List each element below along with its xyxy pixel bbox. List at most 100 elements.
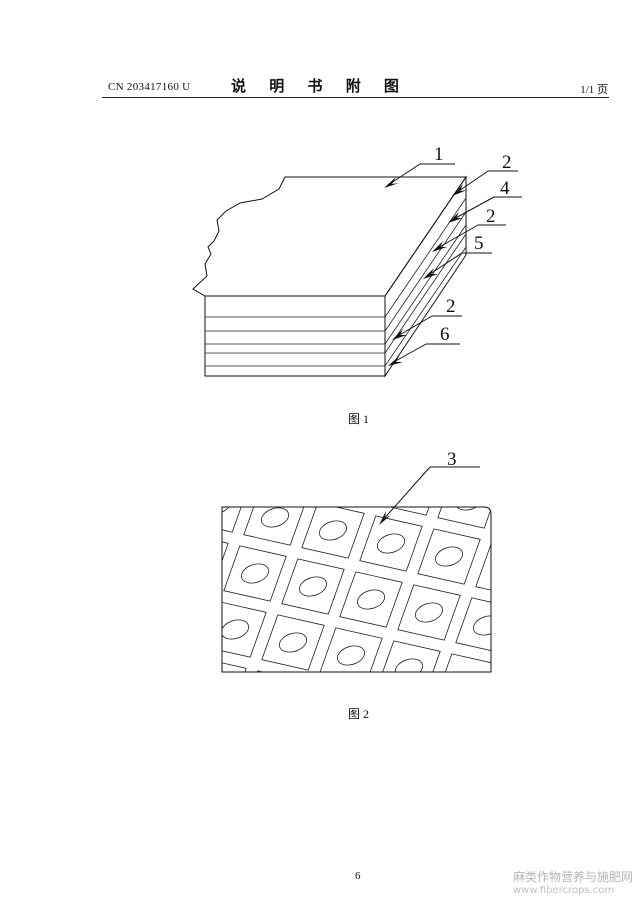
tile: [88, 576, 150, 631]
tile-hole: [431, 725, 463, 751]
fig1-right-face: [384, 175, 467, 378]
tile: [222, 727, 284, 782]
tile: [554, 499, 616, 554]
tile-hole: [275, 811, 307, 837]
tile-hole: [159, 785, 191, 811]
tile-hole: [240, 563, 270, 584]
tile-hole: [257, 686, 289, 712]
tile: [612, 512, 639, 567]
tile-hole: [141, 660, 173, 686]
tile-hole: [295, 755, 327, 781]
tile: [243, 507, 307, 546]
tile-hole: [511, 501, 543, 527]
tile-hole: [143, 479, 175, 505]
tile-hole: [527, 807, 559, 833]
tile: [379, 507, 443, 516]
tile: [261, 614, 325, 671]
watermark-text: 麻类作物营养与施肥网: [512, 870, 633, 884]
tile-hole: [123, 535, 155, 561]
tile-hole: [529, 626, 561, 652]
tile: [455, 597, 491, 654]
tile: [30, 563, 92, 618]
tile: [128, 464, 190, 519]
tile-hole: [318, 520, 348, 541]
tile: [206, 421, 268, 476]
fig2-panel-border: [221, 506, 492, 673]
tile-hole: [163, 423, 195, 449]
tile-hole: [298, 576, 328, 597]
fig1-label-2b: 2: [486, 206, 496, 227]
tile-hole: [179, 729, 211, 755]
tile-hole: [83, 647, 115, 673]
fig2-leader: [379, 466, 480, 525]
tile: [202, 783, 264, 838]
tile: [68, 632, 130, 687]
tile: [280, 740, 342, 795]
tile: [496, 486, 558, 541]
tile: [474, 723, 536, 778]
tile-hole: [414, 602, 444, 623]
tile: [592, 568, 639, 623]
page-number: 6: [355, 870, 361, 882]
fig1-label-6: 6: [440, 324, 450, 345]
tile: [338, 753, 400, 808]
tile: [148, 408, 210, 463]
fig1-label-1: 1: [434, 144, 444, 165]
tile-hole: [627, 527, 639, 553]
tile: [222, 657, 247, 672]
tile-hole: [279, 449, 311, 475]
tile: [339, 571, 403, 628]
tile: [241, 670, 305, 672]
tile-hole: [63, 703, 95, 729]
tile: [396, 766, 458, 821]
tile: [417, 528, 481, 585]
tile: [475, 541, 491, 598]
fig1-label-2a: 2: [502, 152, 512, 173]
tile-hole: [391, 837, 423, 863]
fig1-layer-lines: [205, 197, 467, 367]
watermark-url: www.fibercrops.com: [512, 885, 615, 896]
tile: [264, 434, 326, 489]
tile-hole: [121, 716, 153, 742]
tile: [534, 555, 596, 610]
tile-hole: [454, 507, 484, 511]
tile: [10, 619, 72, 674]
tile: [146, 589, 208, 644]
page-count: 1/1 页: [580, 84, 608, 96]
tile: [454, 779, 516, 834]
tile: [90, 395, 152, 450]
tile-hole: [587, 639, 619, 665]
tile: [144, 770, 206, 825]
tile-hole: [161, 604, 193, 630]
tile: [50, 507, 112, 562]
tile: [434, 835, 496, 890]
tile: [397, 584, 461, 641]
figure-2-caption: 图 2: [348, 707, 370, 721]
tile-hole: [472, 615, 491, 636]
tile-hole: [5, 690, 37, 716]
tile-hole: [103, 591, 135, 617]
fig2-tile-grid: [0, 395, 639, 890]
tile-hole: [509, 682, 541, 708]
tile-hole: [394, 658, 424, 672]
tile-hole: [395, 475, 427, 501]
tile: [494, 667, 556, 722]
tile-hole: [237, 742, 269, 768]
tile-hole: [0, 746, 17, 772]
tile-hole: [315, 699, 347, 725]
figure-1-caption: 图 1: [348, 412, 370, 426]
tile-hole: [491, 557, 523, 583]
tile-hole: [411, 781, 443, 807]
tile: [106, 701, 168, 756]
tile: [222, 507, 249, 533]
tile: [222, 601, 267, 658]
tile: [416, 710, 478, 765]
fig1-label-2c: 2: [446, 296, 456, 317]
tile-hole: [278, 632, 308, 653]
tile-hole: [101, 772, 133, 798]
tile: [376, 822, 438, 877]
fig1-top-face-outline: [192, 176, 467, 297]
tile-hole: [449, 850, 481, 876]
tile: [126, 645, 188, 700]
tile-hole: [65, 522, 97, 548]
